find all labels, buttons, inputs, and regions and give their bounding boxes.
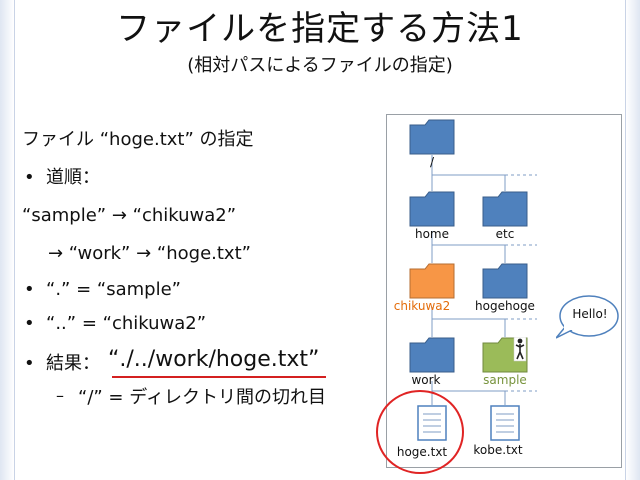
root-label: / (429, 155, 435, 169)
bullet-result: • (24, 353, 35, 374)
hello-text: Hello! (572, 307, 608, 321)
bullet-dot-single: • (24, 279, 35, 300)
sample-label: sample (483, 373, 527, 387)
kobe-txt-label: kobe.txt (473, 443, 523, 457)
dot-double-line: “..” = “chikuwa2” (46, 313, 207, 334)
hogehoge-label: hogehoge (475, 299, 535, 313)
right-decor-line (625, 0, 626, 480)
result-path: “./../work/hoge.txt” (108, 347, 320, 372)
home-label: home (414, 227, 450, 241)
directory-tree-lines (431, 155, 537, 405)
left-decor (0, 0, 14, 480)
hogehoge-folder-icon (482, 263, 528, 299)
sample-folder-icon (482, 337, 528, 373)
route-step-2: → “work” → “hoge.txt” (48, 243, 251, 264)
right-decor (626, 0, 640, 480)
result-underline (112, 376, 326, 378)
heading-line: ファイル “hoge.txt” の指定 (22, 129, 254, 150)
etc-folder-icon (482, 191, 528, 227)
slide-title: ファイルを指定する方法1 (116, 9, 524, 49)
dot-single-line: “.” = “sample” (46, 279, 181, 300)
hello-speech-bubble (556, 295, 619, 339)
result-label: 結果： (46, 353, 100, 374)
kobe-txt-file-icon (490, 405, 520, 441)
route-label: 道順： (46, 167, 100, 188)
slash-note-dash: – (56, 386, 64, 405)
left-decor-line (14, 0, 15, 480)
etc-label: etc (495, 227, 515, 241)
chikuwa2-folder-icon (409, 263, 455, 299)
home-folder-icon (409, 191, 455, 227)
bullet-route: • (24, 167, 35, 188)
chikuwa2-label: chikuwa2 (393, 299, 451, 313)
bullet-dot-double: • (24, 313, 35, 334)
person-figure-icon (513, 337, 527, 362)
work-folder-icon (409, 337, 455, 373)
route-step-1: “sample” → “chikuwa2” (22, 205, 237, 226)
work-label: work (411, 373, 441, 387)
root-folder-icon (409, 119, 455, 155)
hoge-txt-highlight-circle (376, 390, 464, 474)
slide-subtitle: (相対パスによるファイルの指定) (187, 55, 453, 76)
slash-note: “/” = ディレクトリ間の切れ目 (78, 387, 326, 408)
